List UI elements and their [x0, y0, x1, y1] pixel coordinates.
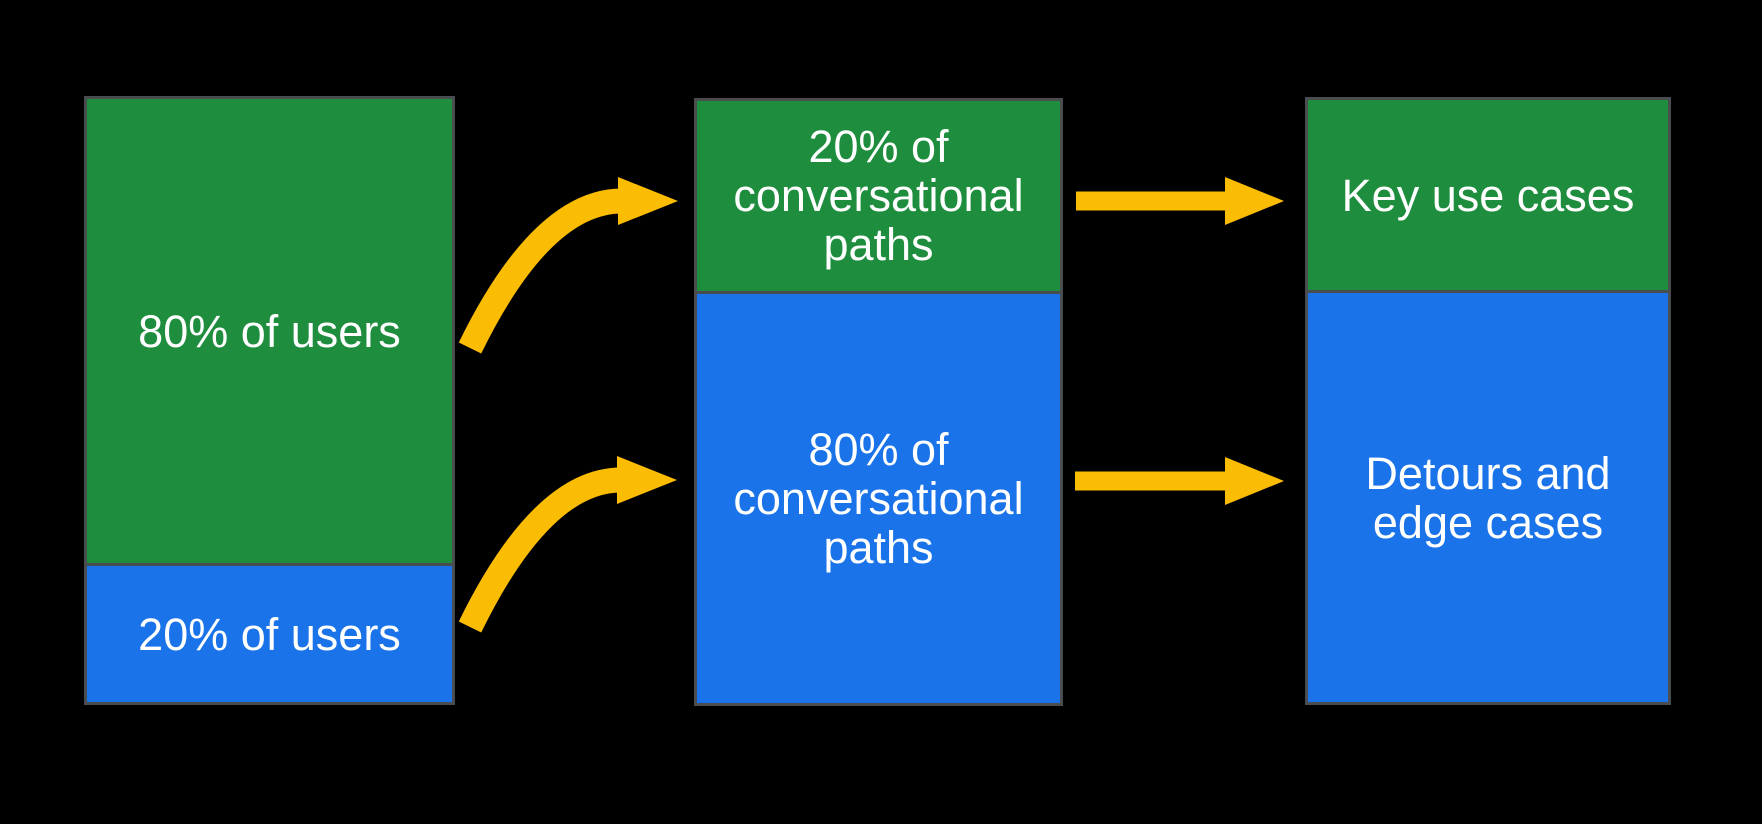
paths-minority-segment: 20% of conversational paths: [697, 101, 1060, 291]
outcomes-bar: Key use cases Detours and edge cases: [1305, 97, 1671, 705]
detours-edge-cases-segment: Detours and edge cases: [1308, 290, 1668, 702]
users-majority-label: 80% of users: [138, 305, 401, 357]
curved-arrow-bottom-icon: [458, 456, 677, 633]
key-use-cases-label: Key use cases: [1341, 169, 1635, 221]
users-bar: 80% of users 20% of users: [84, 96, 455, 705]
paths-minority-label: 20% of conversational paths: [733, 121, 1024, 271]
users-minority-segment: 20% of users: [87, 563, 452, 702]
users-minority-label: 20% of users: [138, 608, 401, 660]
curved-arrow-top-icon: [458, 177, 678, 354]
paths-majority-segment: 80% of conversational paths: [697, 290, 1060, 703]
conversational-paths-bar: 20% of conversational paths 80% of conve…: [694, 98, 1063, 706]
paths-majority-label: 80% of conversational paths: [733, 423, 1024, 573]
straight-arrow-bottom-icon: [1075, 457, 1284, 505]
detours-edge-cases-label: Detours and edge cases: [1365, 447, 1611, 548]
straight-arrow-top-icon: [1076, 177, 1284, 225]
users-majority-segment: 80% of users: [87, 99, 452, 564]
key-use-cases-segment: Key use cases: [1308, 100, 1668, 291]
